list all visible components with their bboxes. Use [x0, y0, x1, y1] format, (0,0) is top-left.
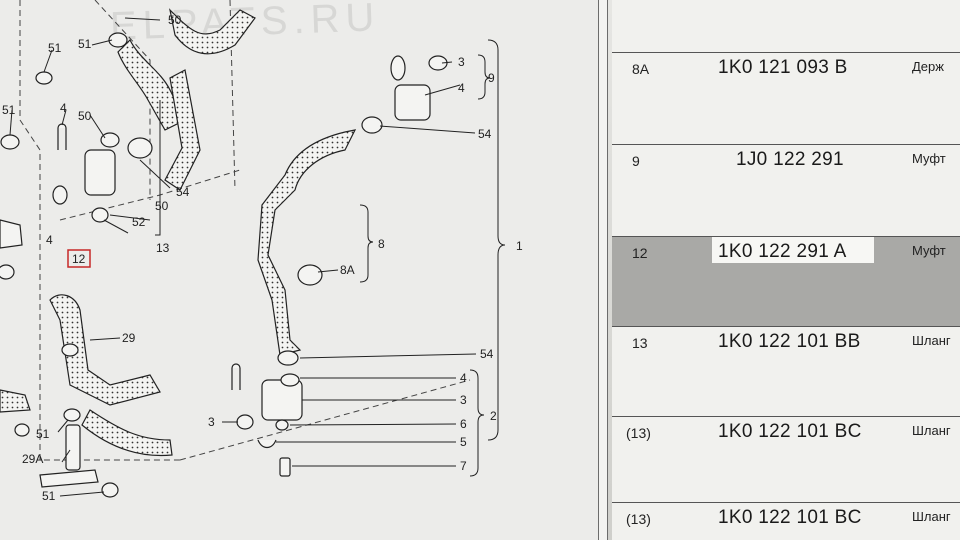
callout-4[interactable]: 4 [60, 101, 67, 115]
callout-5[interactable]: 5 [460, 435, 467, 449]
panel-divider [598, 0, 608, 540]
callout-9[interactable]: 9 [488, 71, 495, 85]
hose-left-lower [0, 294, 173, 457]
callout-50[interactable]: 50 [155, 199, 169, 213]
row-position: 8A [632, 61, 650, 77]
row-part-number: 1K0 122 101 BC [718, 421, 862, 442]
callout-3[interactable]: 3 [458, 55, 465, 69]
row-description: Шланг [912, 423, 951, 438]
callout-50[interactable]: 50 [168, 13, 182, 27]
row-part-number: 1K0 122 101 BC [718, 507, 862, 528]
row-description: Муфт [912, 243, 946, 258]
callout-4[interactable]: 4 [460, 371, 467, 385]
table-row[interactable]: 13 1K0 122 101 BB Шланг [612, 326, 960, 417]
callout-12[interactable]: 12 [72, 252, 86, 266]
row-position: (13) [626, 425, 651, 441]
callout-54[interactable]: 54 [176, 185, 190, 199]
callout-12-box [67, 249, 91, 268]
row-part-number: 1K0 122 291 A [718, 241, 847, 262]
callout-51[interactable]: 51 [78, 37, 92, 51]
table-row[interactable]: 8A 1K0 121 093 B Держ [612, 52, 960, 145]
part-number-highlight [712, 237, 874, 263]
callout-13[interactable]: 13 [156, 241, 170, 255]
table-row[interactable]: (13) 1K0 122 101 BC Шланг [612, 416, 960, 503]
hose-right [257, 129, 357, 356]
fittings-right [231, 55, 448, 477]
row-position: 12 [632, 245, 648, 261]
row-part-number: 1J0 122 291 [736, 149, 844, 170]
callout-51[interactable]: 51 [2, 103, 16, 117]
callout-51[interactable]: 51 [48, 41, 62, 55]
row-position: (13) [626, 511, 651, 527]
parts-diagram: ELPATS.RU [0, 0, 600, 540]
callout-51[interactable]: 51 [42, 489, 56, 503]
callout-3[interactable]: 3 [208, 415, 215, 429]
table-row-selected[interactable]: 12 1K0 122 291 A Муфт [612, 236, 960, 327]
callout-54[interactable]: 54 [480, 347, 494, 361]
row-part-number: 1K0 122 101 BB [718, 331, 861, 352]
parts-table: 8A 1K0 121 093 B Держ 9 1J0 122 291 Муфт… [612, 0, 960, 540]
row-position: 9 [632, 153, 640, 169]
callout-8a[interactable]: 8A [340, 263, 355, 277]
callout-1[interactable]: 1 [516, 239, 523, 253]
callout-50[interactable]: 50 [78, 109, 92, 123]
callouts: 50 51 51 51 4 50 54 50 52 4 12 13 29 51 … [2, 13, 523, 503]
row-description: Шланг [912, 333, 951, 348]
callout-51[interactable]: 51 [36, 427, 50, 441]
row-description: Шланг [912, 509, 951, 524]
leader-lines [9, 17, 477, 497]
table-row[interactable]: 9 1J0 122 291 Муфт [612, 144, 960, 237]
callout-2[interactable]: 2 [490, 409, 497, 423]
callout-52[interactable]: 52 [132, 215, 146, 229]
callout-54[interactable]: 54 [478, 127, 492, 141]
table-row[interactable]: (13) 1K0 122 101 BC Шланг [612, 502, 960, 540]
fittings-left [0, 32, 153, 498]
callout-29a[interactable]: 29A [22, 452, 43, 466]
row-description: Муфт [912, 151, 946, 166]
callout-4[interactable]: 4 [46, 233, 53, 247]
hose-left-upper [117, 8, 256, 191]
row-description: Держ [912, 59, 944, 74]
row-part-number: 1K0 121 093 B [718, 57, 848, 78]
callout-3[interactable]: 3 [460, 393, 467, 407]
row-position: 13 [632, 335, 648, 351]
diagram-drawing: 50 51 51 51 4 50 54 50 52 4 12 13 29 51 … [0, 0, 523, 503]
callout-4[interactable]: 4 [458, 81, 465, 95]
callout-6[interactable]: 6 [460, 417, 467, 431]
braces [155, 39, 506, 477]
callout-29[interactable]: 29 [122, 331, 136, 345]
callout-8[interactable]: 8 [378, 237, 385, 251]
callout-7[interactable]: 7 [460, 459, 467, 473]
